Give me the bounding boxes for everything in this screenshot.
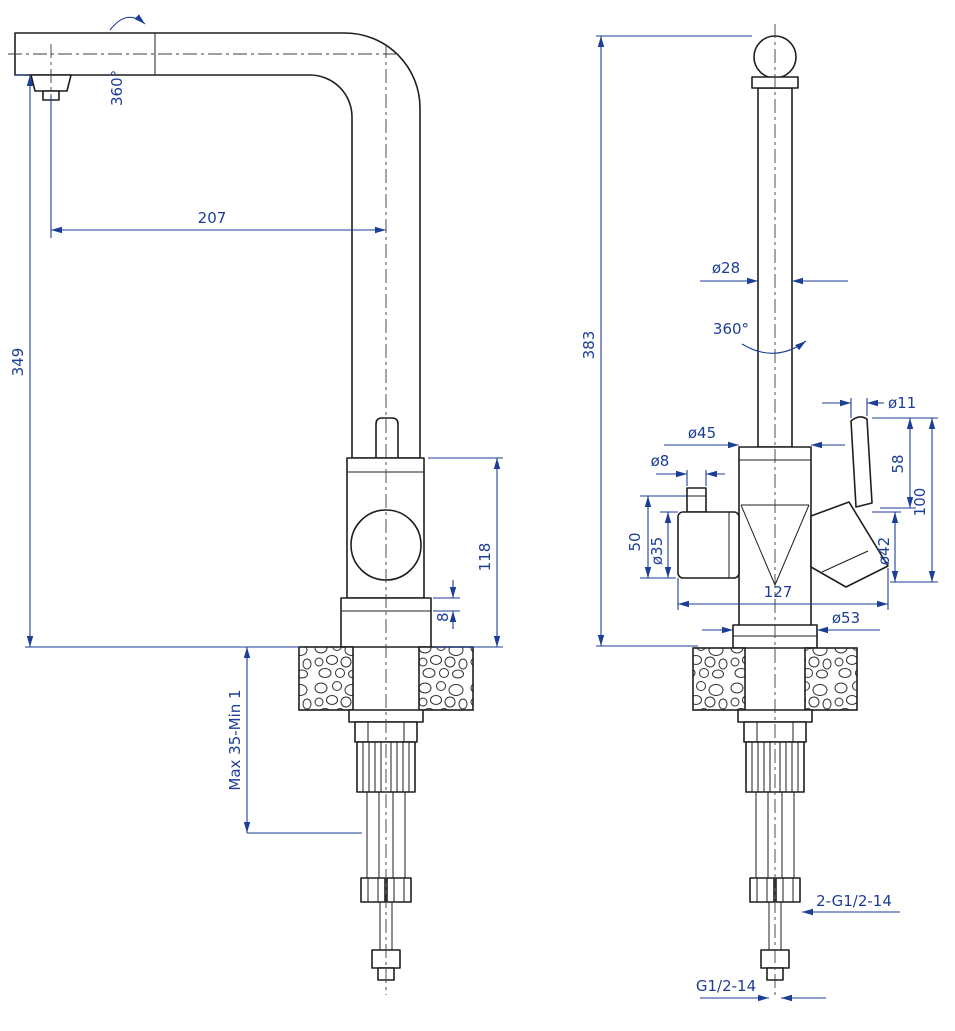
dim-filter-stub-diameter-label: ø8 (651, 452, 670, 470)
dim-mount-thickness-label: Max 35-Min 1 (226, 689, 244, 790)
handle-grip (850, 416, 873, 508)
side-shank-ribs (362, 742, 410, 792)
handle-base (810, 501, 889, 588)
dim-spout-height-label: 349 (9, 348, 27, 377)
filter-stub (686, 487, 707, 513)
side-swivel-arc (109, 14, 146, 31)
front-countertop (692, 647, 858, 711)
front-lower-hose (768, 902, 782, 950)
dim-body-width-label: 127 (764, 583, 793, 601)
side-threaded-shank (356, 741, 416, 793)
side-supply-hoses (366, 792, 406, 878)
dim-body-diameter-label: ø45 (688, 424, 716, 442)
countertop-left-block (298, 646, 354, 711)
dim-base-height-label: 8 (434, 612, 452, 622)
dim-total-height-label: 383 (580, 331, 598, 360)
front-swivel-arc (741, 340, 807, 354)
dim-lever-total-label: 100 (911, 488, 929, 517)
side-hose-nut-right (386, 877, 412, 903)
dim-filter-height-label: 50 (626, 532, 644, 551)
countertop-left-block (692, 647, 746, 711)
inlet-thread-label: G1/2-14 (696, 977, 756, 995)
side-hose-nut-left (360, 877, 386, 903)
side-dimensions: 360° 207 349 118 8 Max 35-Min 1 (9, 14, 503, 834)
dim-spout-reach-label: 207 (198, 209, 227, 227)
dim-body-height-label: 118 (476, 543, 494, 572)
side-handle-lever (375, 417, 399, 459)
front-dimensions: 383 ø28 360° ø45 ø8 50 (580, 35, 938, 1002)
spout-outline (14, 32, 421, 459)
front-view: 383 ø28 360° ø45 ø8 50 (580, 24, 938, 1002)
front-supply-hoses (755, 792, 795, 878)
dim-column-diameter-label: ø28 (712, 259, 740, 277)
countertop-right-block (418, 646, 474, 711)
dim-handle-base-label: ø42 (875, 537, 893, 565)
dim-filter-diameter-label: ø35 (648, 537, 666, 565)
hose-thread-label: 2-G1/2-14 (816, 892, 892, 910)
countertop-right-block (804, 647, 858, 711)
dim-lever-upper-label: 58 (889, 454, 907, 473)
side-lower-hose (379, 902, 393, 950)
front-swivel-label: 360° (713, 320, 749, 338)
side-swivel-label: 360° (108, 70, 126, 106)
dim-lever-diameter-label: ø11 (888, 394, 916, 412)
front-hose-nut-left (749, 877, 775, 903)
dim-base-diameter-label: ø53 (832, 609, 860, 627)
filter-cylinder (677, 511, 740, 579)
front-hose-nut-right (775, 877, 801, 903)
side-countertop (298, 646, 474, 711)
side-view: 360° 207 349 118 8 Max 35-Min 1 (8, 14, 503, 995)
front-shank-ribs (751, 742, 799, 792)
